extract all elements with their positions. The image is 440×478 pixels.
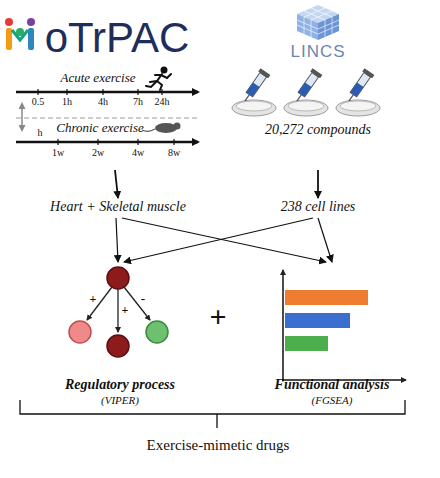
node-region: oTrPAC [5, 10, 215, 170]
text-label: Acute exercise [61, 71, 136, 85]
text-label: Exercise-mimetic drugs [147, 437, 290, 454]
flow-arrow [318, 218, 332, 262]
flow-arrow [122, 218, 326, 262]
flow-arrow [124, 218, 313, 262]
text-label: 2w [92, 147, 104, 158]
timeline-ticks [38, 89, 162, 95]
timeline-axis [16, 91, 198, 94]
node-text: LINCS [258, 42, 378, 62]
text-label: 1w [52, 147, 64, 158]
logo-dot [27, 18, 35, 26]
lincs-cube [297, 5, 339, 40]
timeline-ticks [58, 139, 174, 145]
node-region: LINCS 20,272 compounds [225, 10, 425, 170]
motrpac-icon [5, 18, 35, 50]
network-graph [69, 267, 168, 357]
text-label: 1h [62, 96, 72, 107]
node-text: oTrPAC [32, 14, 202, 62]
dashed-separator [16, 117, 200, 118]
node-text: 238 cell lines [268, 199, 368, 215]
text-label: - [141, 292, 145, 306]
text-label: Chronic exercise [56, 121, 143, 135]
node-region: Heart + Skeletal muscle [38, 198, 198, 218]
bar-chart [282, 270, 406, 381]
logo-stroke [12, 30, 28, 40]
node-region: 238 cell lines [268, 198, 368, 218]
node-region: Regulatory process(VIPER) [45, 262, 195, 408]
text-label: + [90, 293, 97, 306]
flow-arrow [317, 170, 319, 198]
text-label: 4h [98, 96, 108, 107]
node-text: (VIPER) [45, 394, 195, 406]
timeline-axis [16, 141, 198, 144]
flow-arrow [116, 218, 118, 262]
flow-arrow [115, 170, 118, 198]
compound-dishes [232, 68, 380, 116]
node-text: Heart + Skeletal muscle [38, 199, 198, 215]
logo-dot [5, 18, 13, 26]
text-label: 8w [168, 147, 180, 158]
node-text: Functional analysis [257, 377, 407, 393]
logo-bar [6, 28, 12, 50]
node-text: 20,272 compounds [238, 122, 398, 138]
double-arrow [21, 104, 23, 130]
text-label: + [209, 300, 226, 333]
text-label: 24h [155, 96, 170, 107]
text-label: 7h [133, 96, 143, 107]
runner-icon [146, 68, 171, 91]
logo-bar [28, 28, 34, 50]
rat-icon [142, 123, 181, 134]
node-text: Regulatory process [45, 377, 195, 393]
text-label: 0.5 [32, 96, 45, 107]
text-label: 4w [132, 147, 144, 158]
text-label: h [38, 127, 43, 138]
text-label: + [122, 304, 129, 317]
node-region: Functional analysis(FGSEA) [257, 262, 407, 408]
node-text: (FGSEA) [257, 394, 407, 406]
